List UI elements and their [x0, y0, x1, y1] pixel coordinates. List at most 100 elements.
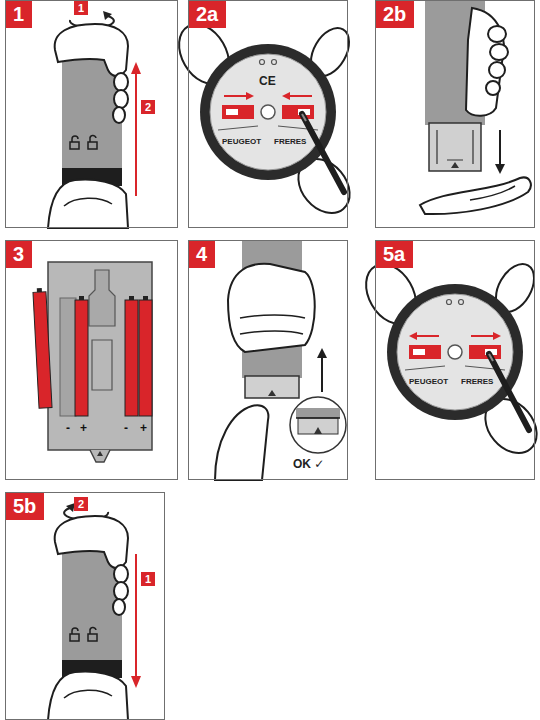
drawing-part [420, 177, 531, 214]
step-panel: 2b [375, 0, 535, 228]
drawing-part [90, 450, 110, 462]
drawing-part [302, 114, 306, 121]
drawing-part [92, 340, 112, 390]
polarity-sign: + [140, 421, 147, 435]
drawing-part [405, 366, 505, 370]
drawing-part [88, 142, 97, 149]
drawing-part [489, 354, 493, 361]
drawing-part [70, 142, 79, 149]
drawing-part [97, 451, 103, 456]
step-number: 5a [376, 241, 413, 268]
drawing-part [55, 516, 128, 568]
drawing-part [129, 296, 134, 300]
drawing-part [215, 405, 268, 480]
drawing-part [447, 300, 452, 305]
step-panel: 5a [375, 240, 535, 480]
drawing-part [260, 60, 265, 65]
drawing-part [135, 72, 137, 196]
step-number: 4 [189, 241, 215, 268]
drawing-part [55, 24, 128, 76]
drawing-part [114, 73, 128, 91]
step-panel: 1 [5, 0, 178, 228]
drawing-part [88, 634, 97, 641]
drawing-part [200, 44, 336, 180]
drawing-part [417, 335, 439, 337]
drawing-part [489, 354, 529, 430]
drawing-part [33, 288, 52, 409]
step-number: 2b [376, 1, 414, 28]
drawing-part [70, 634, 79, 641]
drawing-part [226, 109, 238, 115]
battery-slide-in [215, 240, 346, 480]
callout-number: 1 [74, 1, 88, 15]
drawing-part [222, 105, 254, 119]
drawing-part [103, 11, 112, 20]
drawing-part [135, 554, 137, 678]
drawing-part [296, 408, 340, 418]
drawing-part [131, 676, 141, 688]
drawing-part [37, 288, 42, 292]
step-number: 2a [189, 1, 226, 28]
ok-mark: OK ✓ [293, 457, 324, 471]
drawing-part [282, 92, 290, 100]
drawing-part [489, 62, 505, 78]
drawing-part [72, 628, 78, 634]
drawing-part [114, 565, 128, 583]
drawing-part [437, 130, 473, 164]
drawing-part [228, 264, 315, 352]
drawing-part [282, 105, 314, 119]
drawing-part [75, 300, 88, 416]
drawing-part [114, 90, 128, 108]
step-number: 1 [6, 1, 32, 28]
battery-slide-out [420, 0, 531, 214]
callout-number: 2 [74, 497, 88, 511]
mark-text: CE [259, 74, 276, 88]
drawing-part [448, 345, 462, 359]
drawing-part [486, 81, 500, 95]
drawing-part [499, 130, 501, 166]
drawing-part [240, 315, 305, 334]
drawing-part [409, 345, 441, 359]
polarity-sign: - [66, 421, 70, 435]
polarity-sign: + [80, 421, 87, 435]
drawing-part [409, 332, 417, 340]
mill-open-step [48, 11, 141, 228]
drawing-part [302, 114, 344, 192]
brand-text: PEUGEOT [222, 137, 261, 147]
drawing-part [64, 690, 112, 698]
drawing-part [48, 180, 128, 228]
drawing-part [245, 376, 299, 398]
drawing-part [113, 599, 125, 615]
drawing-part [64, 198, 112, 206]
step-panel: 5b [5, 492, 165, 720]
brand-text: FRERES [274, 137, 306, 147]
step-number: 5b [6, 493, 44, 520]
mill-base-unlock [169, 15, 360, 223]
drawing-part [471, 335, 493, 337]
mill-close-step [48, 503, 141, 720]
drawing-part [224, 95, 246, 97]
drawing-part [90, 135, 96, 142]
drawing-part [210, 54, 326, 170]
drawing-part [490, 44, 508, 60]
drawing-part [218, 126, 318, 130]
brand-text: PEUGEOT [409, 377, 448, 387]
drawing-part [113, 107, 125, 123]
callout-number: 1 [141, 572, 155, 586]
drawing-part [72, 136, 78, 142]
drawing-part [493, 332, 501, 340]
drawing-part [246, 92, 254, 100]
drawing-part [290, 397, 346, 453]
drawing-part [131, 62, 141, 74]
drawing-part [48, 672, 128, 720]
drawing-part [89, 270, 115, 326]
drawing-part [296, 417, 340, 419]
drawing-part [125, 300, 138, 416]
drawing-part [495, 164, 505, 174]
drawing-part [387, 284, 523, 420]
drawing-part [79, 296, 84, 300]
step-panel: 4 [188, 240, 348, 480]
